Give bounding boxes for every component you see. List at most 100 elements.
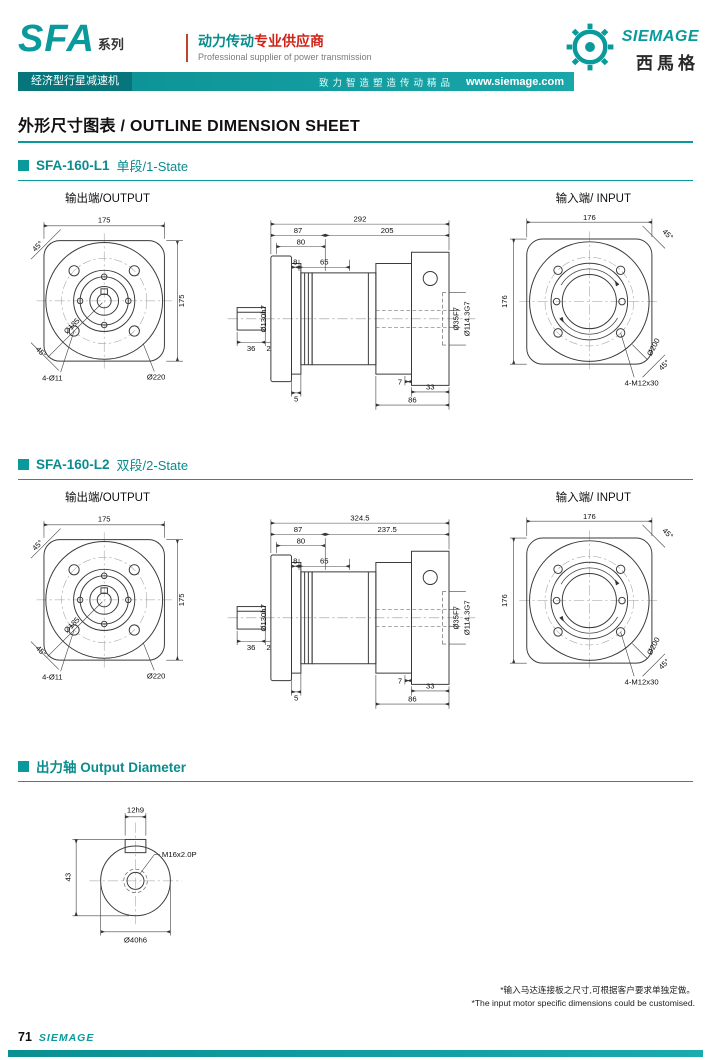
dim-height: 175 <box>177 295 186 308</box>
dim-outer-diameter: Ø220 <box>147 672 166 681</box>
dimension-lines <box>30 222 183 373</box>
dim-height: 176 <box>500 594 509 607</box>
io-labels: 输出端/OUTPUT 输入端/ INPUT <box>65 190 631 206</box>
page-number: 71 <box>18 1030 32 1044</box>
flange-outline <box>526 238 653 365</box>
gear-logo-icon <box>566 23 614 71</box>
dim-k: 86 <box>408 695 417 704</box>
dim-pilot: Ø114.3G7 <box>463 301 472 336</box>
dim-angle-top: 45° <box>30 239 44 253</box>
dim-angle-bottom: 45° <box>34 345 48 359</box>
section-state: 单段/1-State <box>116 159 189 174</box>
dim-angle-bottom: 45° <box>657 358 672 373</box>
dim-outer-diameter: Ø200 <box>645 337 662 358</box>
brand-block: SFA 系列 <box>18 18 124 60</box>
l1-input-flange-drawing: 176 176 45° 45° Ø200 4-M12x30 <box>500 213 675 388</box>
section-code: SFA-160-L2 <box>36 457 110 472</box>
flange-outline <box>526 537 653 664</box>
section-title: 出力轴 Output Diameter <box>36 760 187 775</box>
dim-width: 175 <box>98 515 111 524</box>
dim-pilot: Ø114.3G7 <box>463 600 472 635</box>
dim-bolt-holes: 4-M12x30 <box>625 678 659 687</box>
dim-width: 175 <box>98 216 111 225</box>
footer-brand: SIEMAGE <box>38 1032 95 1044</box>
thread-circle <box>123 868 148 893</box>
product-line-label: 经济型行星减速机 <box>18 72 132 91</box>
slogan-cn-part1: 动力传动 <box>198 33 254 49</box>
gearbox-outline <box>236 550 450 685</box>
dim-d: 8 <box>293 556 297 565</box>
dim-bore: Ø130h7 <box>259 604 268 631</box>
brand-logo: SFA <box>18 18 95 60</box>
page-title: 外形尺寸图表 / OUTLINE DIMENSION SHEET <box>18 118 361 135</box>
dim-angle-top: 45° <box>660 526 675 541</box>
dim-f: 36 <box>247 344 256 353</box>
shaft-outline <box>100 838 171 917</box>
dimension-lines <box>30 521 183 672</box>
section-header: SFA-160-L2 双段/2-State <box>18 455 693 480</box>
dim-bolt-holes: 4-Ø11 <box>42 673 63 682</box>
dim-key-width: 12h9 <box>127 806 144 815</box>
slogan-cn-part2: 专业供应商 <box>254 33 324 49</box>
hidden-bore-lines <box>375 591 449 645</box>
drawing-row: 175 175 Ø185 Ø220 4-Ø11 45° 45° <box>18 510 693 718</box>
dim-angle-bottom: 45° <box>34 644 48 658</box>
output-side-label: 输出端/OUTPUT <box>65 193 150 205</box>
gearbox-outline <box>236 251 450 386</box>
dim-outer-diameter: Ø200 <box>645 636 662 657</box>
section-header: SFA-160-L1 单段/1-State <box>18 156 693 181</box>
drawing-row: 175 175 Ø185 Ø220 4-Ø11 45° 45° <box>18 211 693 419</box>
section-bullet-icon <box>18 459 29 470</box>
l1-output-flange-drawing: 175 175 Ø185 Ø220 4-Ø11 45° 45° <box>30 216 186 383</box>
dim-height: 175 <box>177 594 186 607</box>
dim-bolt-holes: 4-Ø11 <box>42 374 63 383</box>
dim-bore: Ø130h7 <box>259 305 268 332</box>
logo-texts: SIEMAGE 西馬格 <box>622 20 699 74</box>
dim-bolt-holes: 4-M12x30 <box>625 379 659 388</box>
bottom-bar <box>8 1050 703 1057</box>
l1-side-view-drawing: 292 87 205 80 8 65 Ø130h7 36 2 5 7 33 86… <box>227 214 476 410</box>
dim-shaft-hole: Ø35F7 <box>451 606 460 629</box>
header-band: 经济型行星减速机 致力智造塑造传动精品 www.siemage.com <box>18 72 574 91</box>
dim-j: 33 <box>426 383 435 392</box>
dim-width: 176 <box>583 213 596 222</box>
dim-b: 237.5 <box>378 525 397 534</box>
dim-a: 87 <box>294 525 303 534</box>
title-rule <box>18 141 693 143</box>
l2-output-flange-drawing: 175 175 Ø185 Ø220 4-Ø11 45° 45° <box>30 515 186 682</box>
section-bullet-icon <box>18 760 29 772</box>
flange-outline <box>43 539 165 661</box>
input-side-label: 输入端/ INPUT <box>555 193 631 205</box>
logo-cn: 西馬格 <box>636 54 699 73</box>
io-labels: 输出端/OUTPUT 输入端/ INPUT <box>65 489 631 505</box>
dim-total-length: 324.5 <box>350 513 369 522</box>
output-side-label: 输出端/OUTPUT <box>65 492 150 504</box>
dim-g: 2 <box>266 344 270 353</box>
hidden-bore-lines <box>375 292 449 346</box>
dim-e: 65 <box>320 556 329 565</box>
slogan-cn: 动力传动专业供应商 <box>198 33 372 49</box>
footnote-en: *The input motor specific dimensions cou… <box>471 998 695 1009</box>
section-code: SFA-160-L1 <box>36 158 110 173</box>
website-link[interactable]: www.siemage.com <box>465 75 564 88</box>
clamp-arcs <box>559 567 620 634</box>
dim-k: 86 <box>408 396 417 405</box>
input-side-label: 输入端/ INPUT <box>555 492 631 504</box>
dim-height: 176 <box>500 295 509 308</box>
dim-e: 65 <box>320 257 329 266</box>
footnotes: *输入马达连接板之尺寸,可根据客户要求单独定做。 *The input moto… <box>471 984 695 1011</box>
dim-d: 8 <box>293 257 297 266</box>
dim-width: 176 <box>583 512 596 521</box>
dimension-lines <box>236 519 466 709</box>
dim-diameter: Ø40h6 <box>124 936 147 945</box>
dim-angle-top: 45° <box>660 227 675 242</box>
l2-input-flange-drawing: 176 176 45° 45° Ø200 4-M12x30 <box>500 512 675 687</box>
page-footer: 71 SIEMAGE <box>18 1030 94 1044</box>
dim-f: 36 <box>247 643 256 652</box>
dim-thread: M16x2.0P <box>162 850 197 859</box>
clamp-arcs <box>559 268 620 335</box>
dim-height: 43 <box>64 873 73 882</box>
dim-c: 80 <box>297 536 306 545</box>
l2-side-view-drawing: 324.5 87 237.5 80 8 65 Ø130h7 36 2 5 7 3… <box>227 513 476 709</box>
band-slogan: 致力智造塑造传动精品 <box>318 77 454 89</box>
